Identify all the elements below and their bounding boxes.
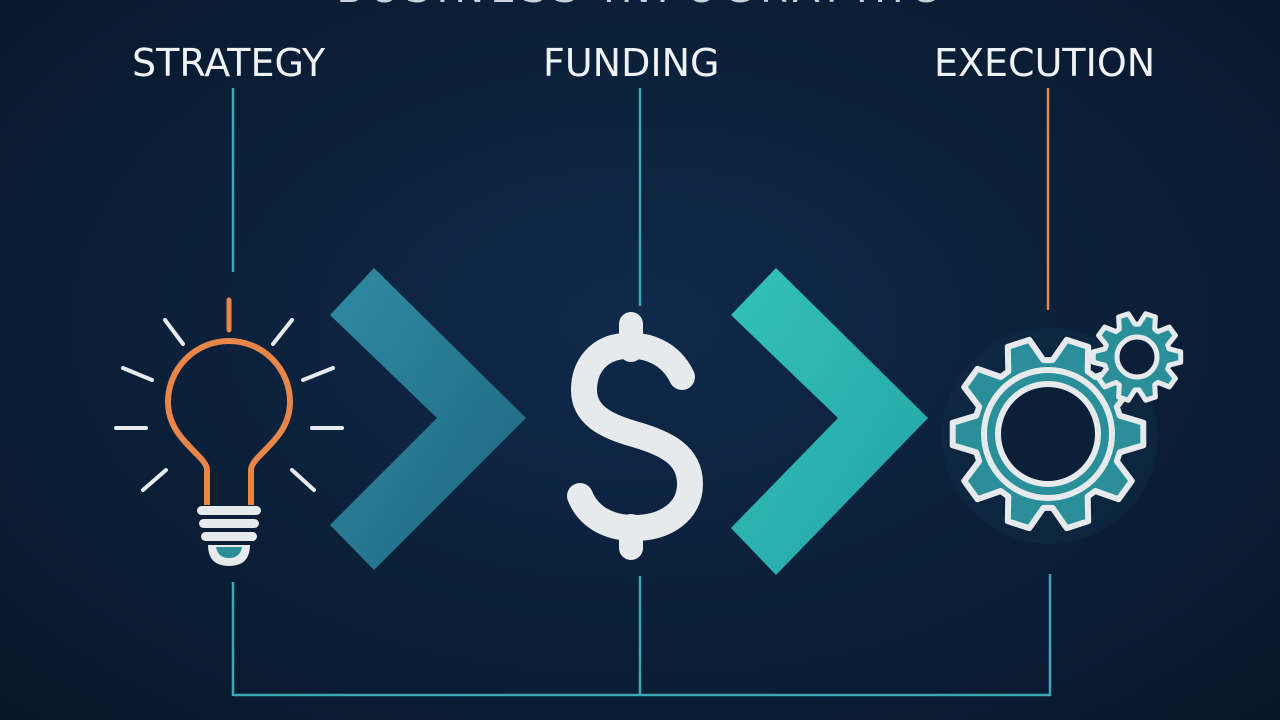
gears-icon [942, 311, 1184, 544]
dollar-icon [567, 312, 703, 560]
infographic-title: BUSINESS INFOGRAPHIC [300, 0, 980, 12]
lightbulb-icon [114, 297, 344, 566]
chevron-right-icon [330, 268, 526, 570]
step-label-funding: FUNDING [543, 41, 720, 85]
chevron-right-icon [731, 268, 928, 575]
connector-lines [231, 88, 1052, 697]
step-label-execution: EXECUTION [934, 41, 1156, 85]
step-label-strategy: STRATEGY [132, 41, 326, 85]
